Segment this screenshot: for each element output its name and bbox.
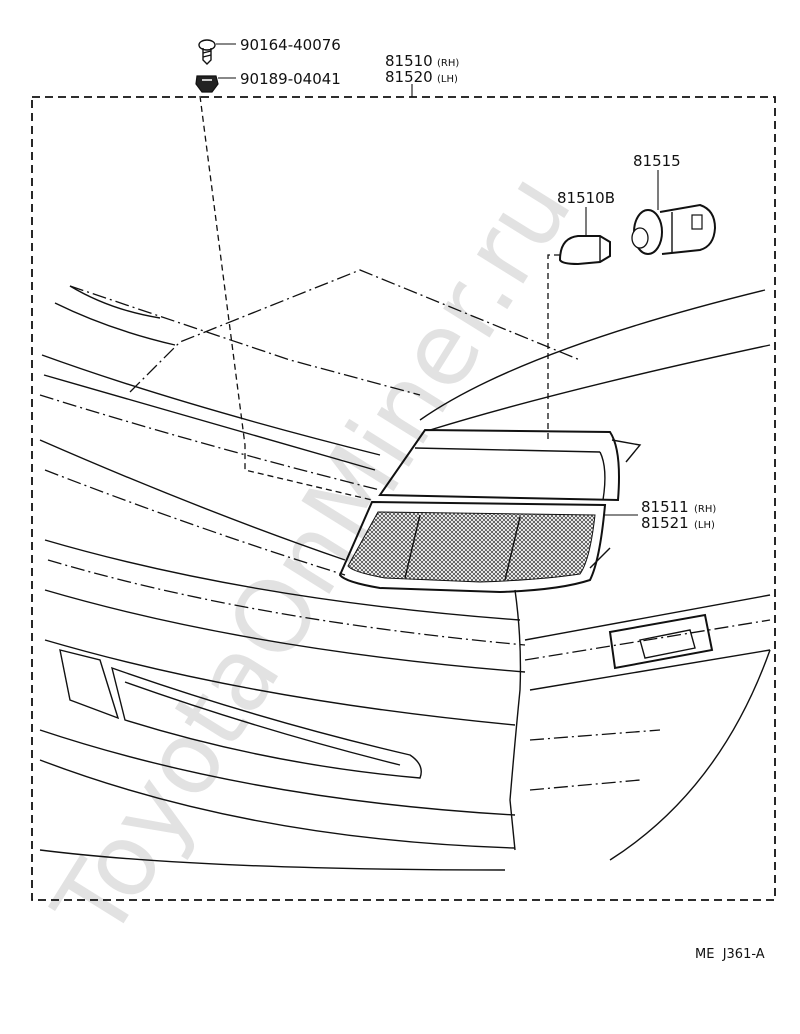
bulb-icon xyxy=(558,235,611,266)
screw-icon xyxy=(198,39,216,65)
lens-tag-rh: (RH) xyxy=(694,504,716,515)
lamp-assy-part-number-rh: 81510 xyxy=(385,52,433,70)
socket-icon xyxy=(631,203,717,255)
lens-part-number-lh: 81521 xyxy=(641,514,689,532)
lens-icon xyxy=(338,500,611,594)
assembly-frame xyxy=(31,96,776,901)
clip-to-lamp-leader xyxy=(199,95,373,501)
lens-part-number-rh: 81511 xyxy=(641,498,689,516)
diagram-reference-code: ME J361-A xyxy=(695,947,765,962)
socket-part-number: 81515 xyxy=(633,152,681,170)
lamp-assy-part-number-lh: 81520 xyxy=(385,68,433,86)
bulb-part-number: 81510B xyxy=(557,189,615,207)
lamp-assy-tag-lh: (LH) xyxy=(437,74,458,85)
clip-icon xyxy=(195,75,219,93)
car-body xyxy=(39,269,771,871)
screw-part-number: 90164-40076 xyxy=(240,36,341,54)
bulb-leader xyxy=(547,254,560,440)
clip-part-number: 90189-04041 xyxy=(240,70,341,88)
lamp-assy-tag-rh: (RH) xyxy=(437,58,459,69)
lens-tag-lh: (LH) xyxy=(694,520,715,531)
